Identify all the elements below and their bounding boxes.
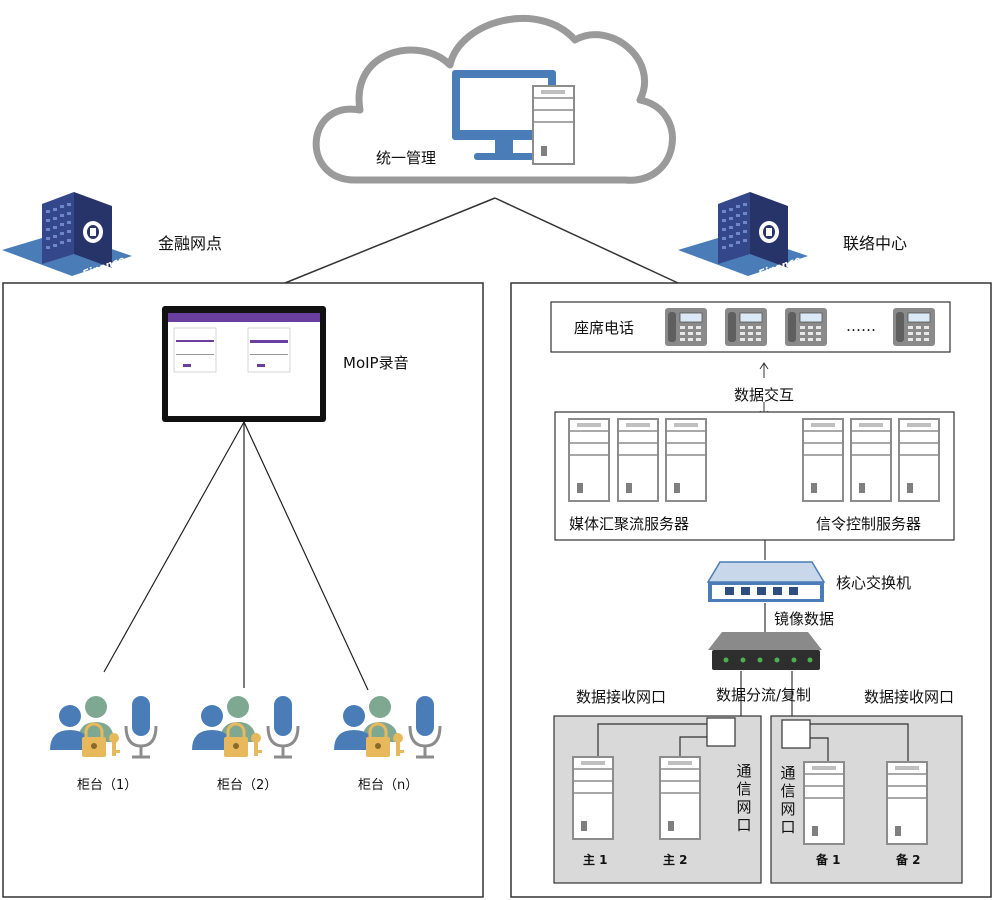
counter-1-label: 柜台（1） bbox=[77, 778, 138, 793]
counter-n-label: 柜台（n） bbox=[358, 778, 419, 793]
media-servers-label: 媒体汇聚流服务器 bbox=[569, 515, 690, 533]
splitter-icon bbox=[708, 632, 822, 670]
server-icon bbox=[898, 418, 940, 502]
core-switch-label: 核心交换机 bbox=[836, 574, 912, 592]
link-cloud-left bbox=[284, 197, 496, 284]
left-site-title: 金融网点 bbox=[158, 234, 223, 253]
phone-icon bbox=[664, 307, 708, 347]
phone-icon bbox=[784, 307, 828, 347]
link-counter-1 bbox=[103, 421, 245, 673]
tablet-recorder bbox=[162, 306, 326, 422]
counter-2-label: 柜台（2） bbox=[217, 778, 278, 793]
server-icon bbox=[850, 418, 892, 502]
host-server-icon bbox=[572, 756, 614, 840]
backup-2-label: 备 2 bbox=[896, 853, 921, 867]
splitter-label: 数据分流/复制 bbox=[716, 686, 812, 704]
host-server-icon bbox=[659, 756, 701, 840]
signal-servers-label: 信令控制服务器 bbox=[816, 515, 922, 533]
right-site-title: 联络中心 bbox=[843, 234, 908, 253]
phones-label: 座席电话 bbox=[574, 319, 635, 337]
comm-port-right-label: 通信网口 bbox=[780, 764, 796, 836]
host-1-label: 主 1 bbox=[583, 853, 608, 867]
backup-1-label: 备 1 bbox=[816, 853, 841, 867]
mirror-data-label: 镜像数据 bbox=[774, 610, 835, 628]
server-icon bbox=[617, 418, 659, 502]
link-counter-n bbox=[243, 421, 369, 691]
host-2-label: 主 2 bbox=[663, 853, 688, 867]
core-switch-icon bbox=[706, 561, 826, 602]
backup-server-icon bbox=[886, 761, 928, 845]
phone-icon bbox=[892, 307, 936, 347]
port-left bbox=[706, 717, 736, 747]
port-right bbox=[781, 719, 811, 749]
link-cloud-right bbox=[494, 197, 679, 284]
recorder-label: MoIP录音 bbox=[343, 354, 409, 372]
server-icon bbox=[568, 418, 610, 502]
phone-icon bbox=[724, 307, 768, 347]
server-icon bbox=[802, 418, 844, 502]
data-exchange-label: 数据交互 bbox=[734, 386, 795, 404]
cloud-server-icon bbox=[532, 85, 575, 165]
backup-server-icon bbox=[803, 761, 845, 845]
phones-ellipsis: …… bbox=[846, 317, 876, 335]
server-icon bbox=[665, 418, 707, 502]
comm-port-left-label: 通信网口 bbox=[736, 762, 752, 834]
monitor-icon bbox=[452, 70, 556, 160]
recv-port-right-label: 数据接收网口 bbox=[864, 688, 955, 706]
cloud-label: 统一管理 bbox=[376, 149, 437, 167]
recv-port-left-label: 数据接收网口 bbox=[576, 688, 667, 706]
